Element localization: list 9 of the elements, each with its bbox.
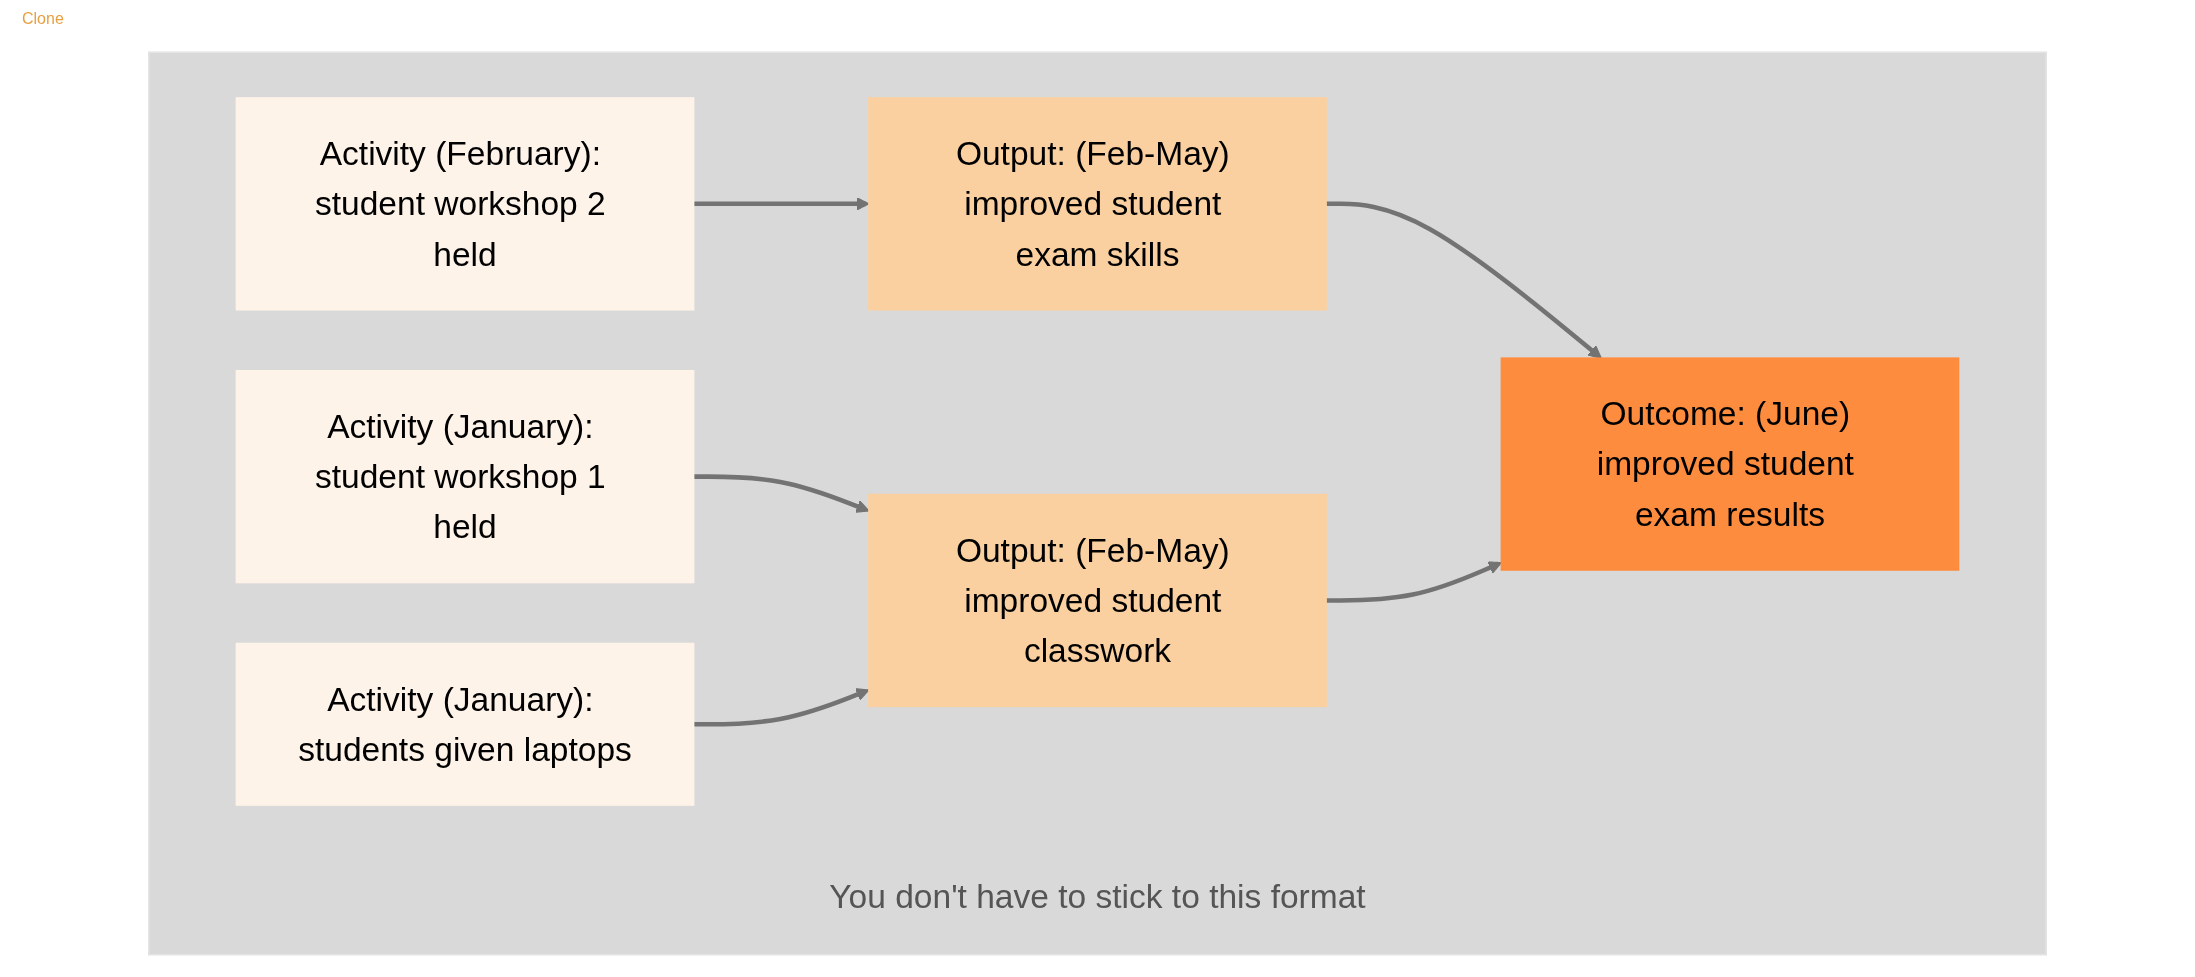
arrow [1326,561,1502,603]
arrow [1326,201,1602,359]
corner-label: Clone [22,10,64,27]
node-box: Activity (January): students given laptops [235,642,695,806]
node-box: Outcome: (June) improved student exam results [1500,357,1960,571]
node-box: Output: (Feb-May) improved student classwork [868,493,1327,708]
node-box: Activity (February): student workshop 2 held [235,97,695,311]
node-box: Activity (January): student workshop 1 held [235,369,695,584]
node-box: Output: (Feb-May) improved student exam skills [868,97,1327,311]
